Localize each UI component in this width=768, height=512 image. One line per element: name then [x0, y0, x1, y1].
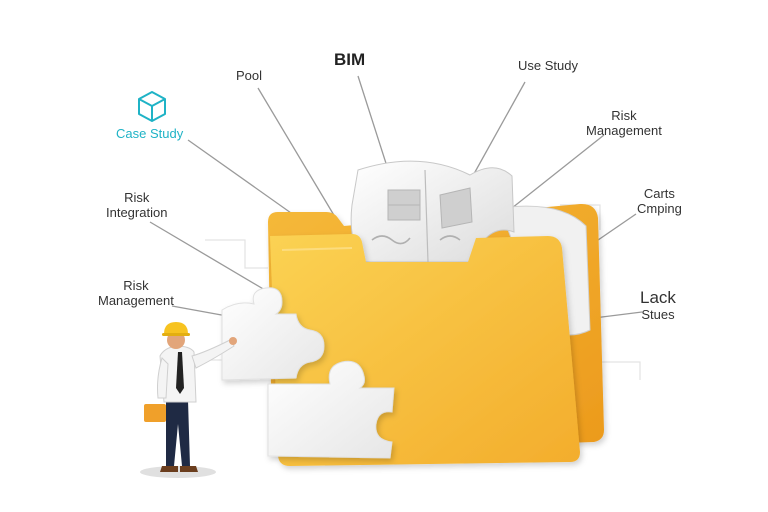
figure-arm-raised — [191, 339, 235, 369]
label-use-study: Use Study — [518, 58, 578, 73]
puzzle-piece-upper — [221, 287, 325, 381]
leader-risk-integration — [149, 221, 266, 291]
paper-block-2 — [439, 187, 473, 229]
label-carts-cmping: Carts Cmping — [637, 186, 682, 216]
label-risk-integration: Risk Integration — [106, 190, 168, 220]
leader-pool — [257, 87, 339, 223]
leader-case-study — [187, 139, 309, 226]
paper-fold — [424, 169, 429, 263]
puzzle-piece-lower — [267, 360, 395, 459]
label-case-study: Case Study — [116, 126, 184, 141]
engineer-figure — [140, 322, 237, 478]
leader-risk-management-top — [511, 134, 605, 209]
figure-legs — [166, 400, 190, 466]
label-risk-management-left: Risk Management — [98, 278, 174, 308]
puzzle-piece-icon — [221, 287, 395, 459]
label-lack-stues: Lack Stues — [640, 288, 676, 322]
figure-tie — [176, 352, 184, 394]
label-risk-management-top: Risk Management — [586, 108, 662, 138]
hard-hat-icon — [164, 322, 188, 334]
cube-icon — [138, 91, 166, 122]
figure-clipboard — [144, 404, 166, 422]
label-pool: Pool — [236, 68, 263, 83]
label-bim: BIM — [334, 50, 366, 69]
